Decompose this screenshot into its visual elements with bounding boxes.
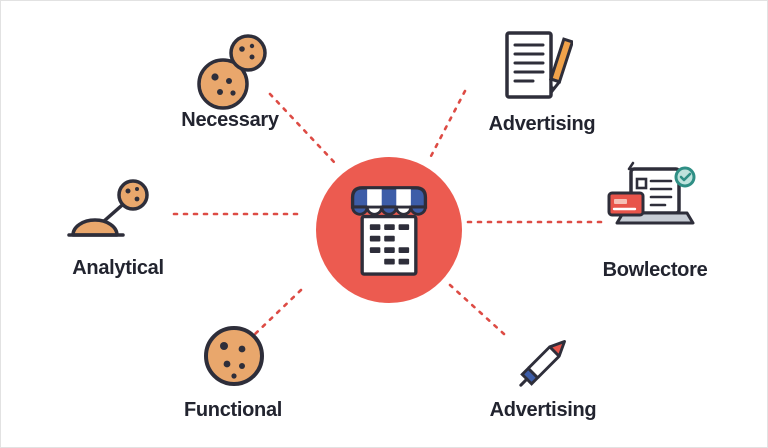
storefront-icon — [350, 186, 428, 276]
connector-advertising-bottom — [448, 283, 506, 336]
laptop-card-icon — [607, 161, 696, 225]
pen-rocket-icon — [519, 340, 566, 387]
connector-necessary — [268, 92, 336, 164]
node-label-advertising-bottom: Advertising — [489, 399, 597, 421]
node-label-necessary: Necessary — [181, 109, 279, 131]
document-pencil-icon — [505, 31, 573, 99]
cookie-scoop-icon — [67, 179, 149, 237]
node-label-functional: Functional — [183, 399, 283, 421]
node-label-analytical: Analytical — [72, 257, 164, 279]
connector-advertising-top — [428, 89, 467, 160]
cookies-icon — [197, 34, 267, 110]
node-label-bowlectore: Bowlectore — [602, 259, 708, 281]
cookie-icon — [204, 326, 264, 386]
node-label-advertising-top: Advertising — [488, 113, 596, 135]
center-store-node — [316, 157, 462, 303]
